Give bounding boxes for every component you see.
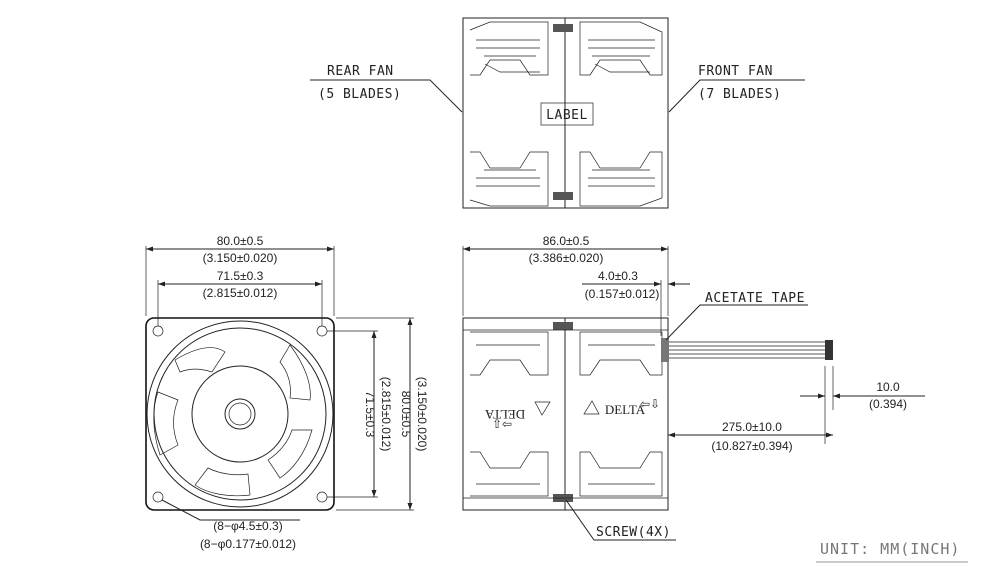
- delta-logo-left: DELTA: [484, 407, 525, 422]
- lead-len-mm: 275.0±10.0: [722, 420, 782, 434]
- depth-mm: 86.0±0.5: [543, 234, 590, 248]
- hole-dia-mm: (8−φ4.5±0.3): [213, 519, 282, 533]
- unit-text: UNIT: MM(INCH): [820, 540, 960, 558]
- rear-fan-blades: (5 BLADES): [318, 87, 401, 102]
- screw-label: SCREW(4X): [596, 525, 671, 540]
- hole-spacing-mm: 71.5±0.3: [217, 269, 264, 283]
- mount-hole-br: [316, 491, 328, 503]
- vert-hole-spacing-in: (2.815±0.012): [379, 377, 393, 452]
- width-mm: 80.0±0.5: [217, 234, 264, 248]
- airflow-arrows-left-icon: ⇧⇦: [492, 417, 512, 431]
- top-view: LABEL REAR FAN (5 BLADES) FRONT FAN (7 B…: [310, 17, 805, 209]
- front-view: 80.0±0.5 (3.150±0.020) 71.5±0.3 (2.815±0…: [145, 234, 429, 551]
- strip-len-mm: 10.0: [876, 380, 900, 394]
- side-view: DELTA DELTA ⇧⇦ ⇦⇩ 86.0±0.5 (3.386±0.020)…: [462, 234, 925, 541]
- height-mm: 80.0±0.5: [399, 391, 413, 438]
- delta-logo-right: DELTA: [605, 402, 646, 417]
- front-fan-blades: (7 BLADES): [698, 87, 781, 102]
- hole-spacing-in: (2.815±0.012): [203, 286, 278, 300]
- acetate-tape-label: ACETATE TAPE: [705, 291, 805, 306]
- label-text: LABEL: [546, 108, 588, 123]
- vert-hole-spacing-mm: 71.5±0.3: [363, 391, 377, 438]
- hole-dia-in: (8−φ0.177±0.012): [200, 537, 296, 551]
- depth-in: (3.386±0.020): [529, 251, 604, 265]
- front-fan-label: FRONT FAN: [698, 64, 773, 79]
- delta-triangle-left-icon: [534, 401, 551, 416]
- tape-offset-in: (0.157±0.012): [585, 287, 660, 301]
- strip-len-in: (0.394): [869, 397, 907, 411]
- tape-offset-mm: 4.0±0.3: [598, 269, 638, 283]
- mount-hole-tr: [316, 325, 328, 337]
- lead-wires: [661, 338, 833, 362]
- height-in: (3.150±0.020): [415, 377, 429, 452]
- mount-hole-bl: [152, 491, 164, 503]
- mount-hole-tl: [152, 325, 164, 337]
- delta-triangle-right-icon: [583, 400, 600, 415]
- unit-note: UNIT: MM(INCH): [816, 540, 968, 563]
- lead-len-in: (10.827±0.394): [711, 439, 792, 453]
- label-box: [540, 102, 594, 126]
- rear-fan-label: REAR FAN: [327, 64, 394, 79]
- airflow-arrows-right-icon: ⇦⇩: [640, 397, 660, 411]
- width-in: (3.150±0.020): [203, 251, 278, 265]
